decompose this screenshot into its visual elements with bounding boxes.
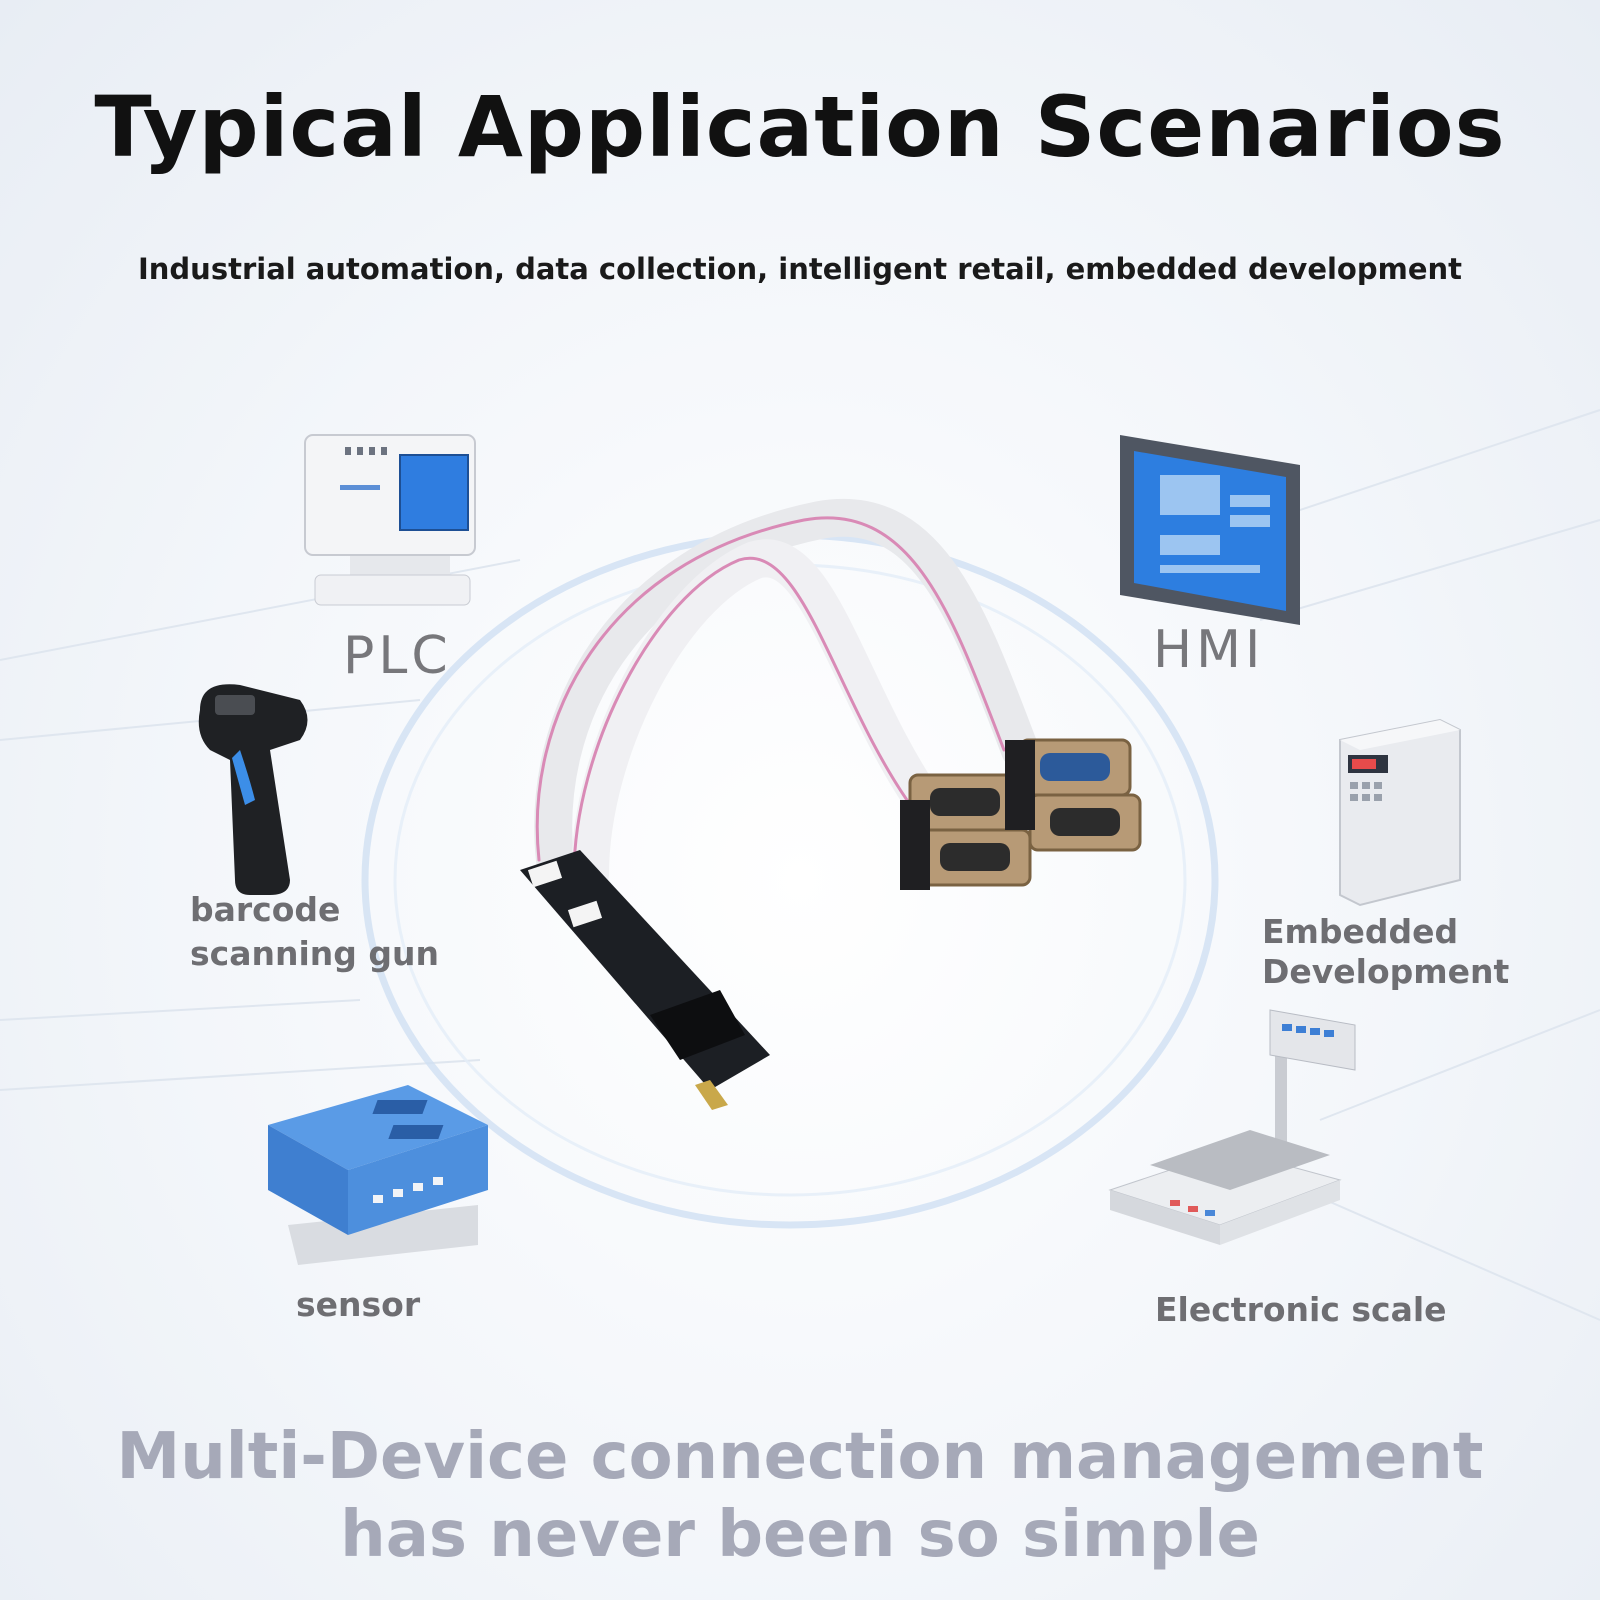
embedded-device-icon	[1339, 718, 1461, 907]
scanner-label-line1: barcode	[190, 890, 341, 929]
tagline: Multi-Device connection management has n…	[0, 1418, 1600, 1574]
sensor-label: sensor	[296, 1285, 421, 1324]
electronic-scale-icon	[1108, 1009, 1356, 1245]
scanner-label-line2: scanning gun	[190, 934, 439, 973]
tagline-line1: Multi-Device connection management	[116, 1420, 1484, 1494]
plc-icon	[304, 434, 476, 606]
hmi-icon	[1120, 435, 1300, 625]
embedded-label-line2: Development	[1262, 952, 1510, 991]
sensor-icon	[268, 1085, 488, 1265]
page-subtitle: Industrial automation, data collection, …	[137, 252, 1463, 286]
hmi-label: HMI	[1153, 620, 1265, 680]
m2-serial-card-illustration	[520, 499, 1142, 1110]
barcode-scanner-icon	[198, 684, 308, 895]
page-title: Typical Application Scenarios	[94, 78, 1506, 176]
tagline-line2: has never been so simple	[340, 1498, 1260, 1572]
plc-label: PLC	[343, 626, 452, 686]
embedded-label-line1: Embedded	[1262, 912, 1459, 951]
scale-label: Electronic scale	[1155, 1290, 1447, 1329]
